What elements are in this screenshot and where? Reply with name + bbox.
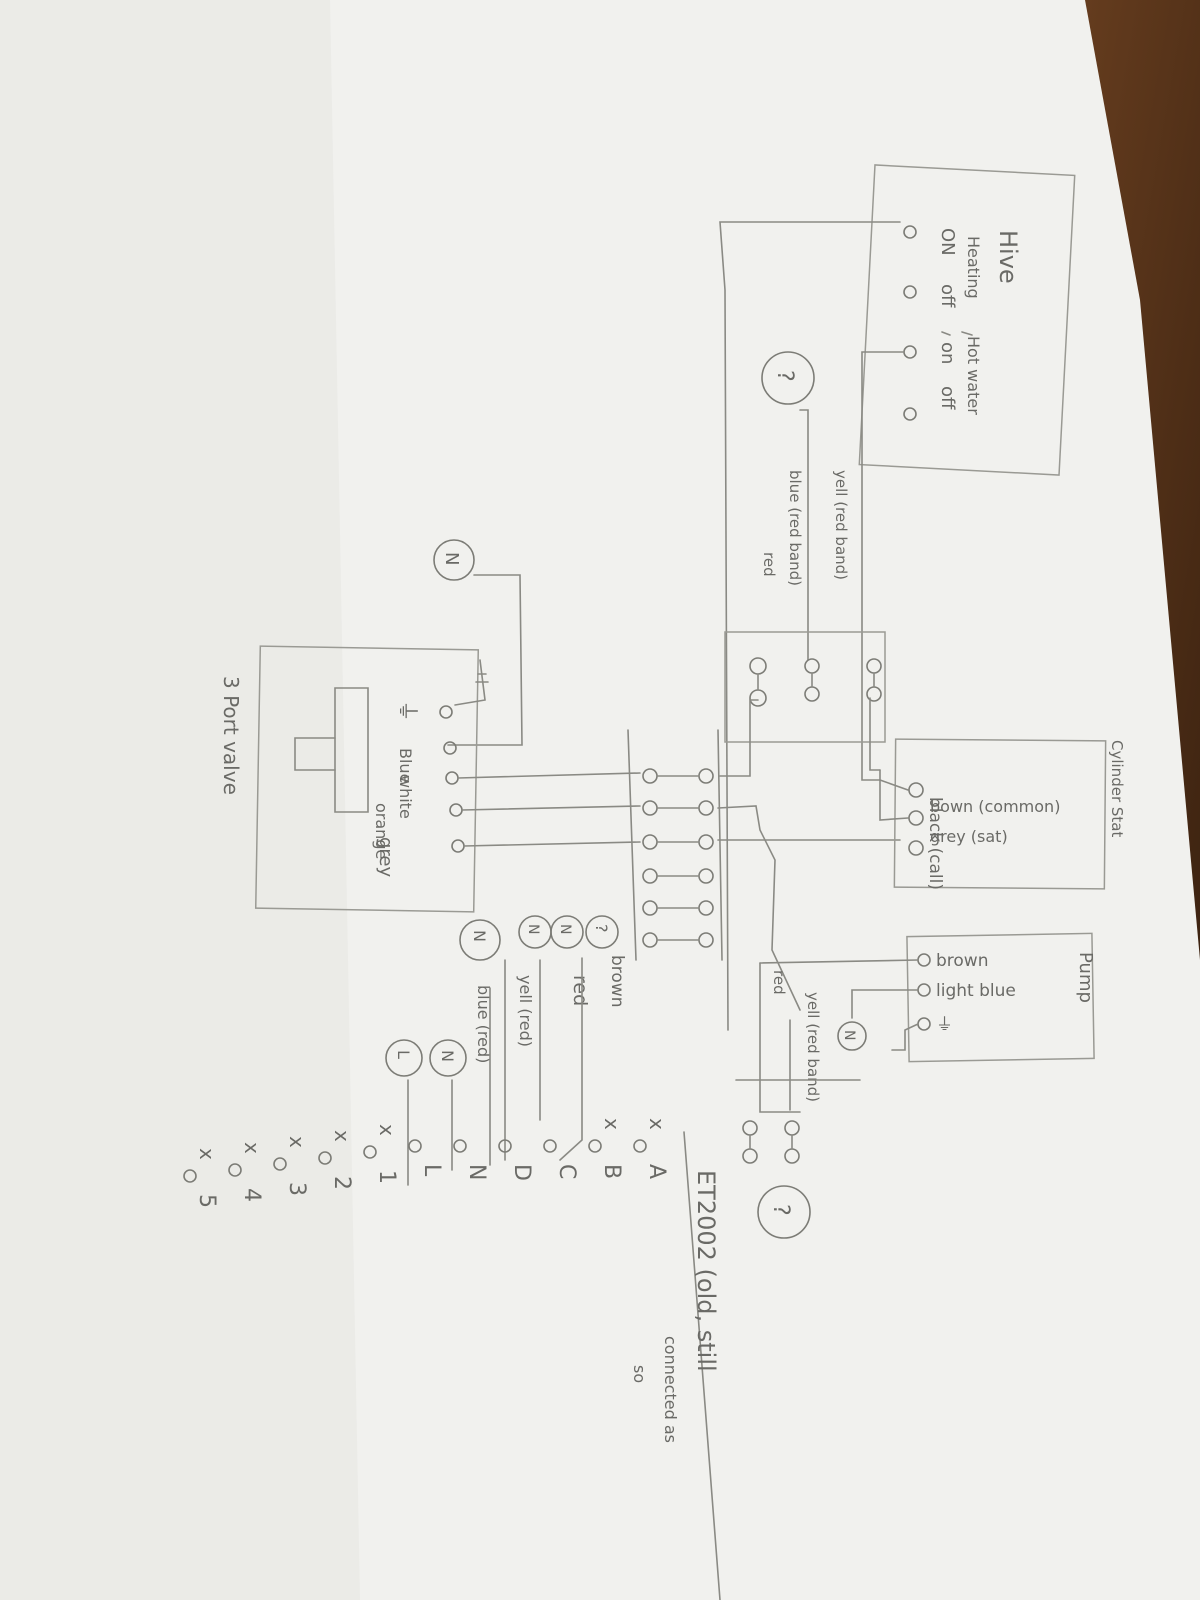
bottom-marker-row: ? N N N N L [385, 915, 619, 1077]
et2002-subtitle2: so [630, 1365, 649, 1383]
svg-text:N: N [438, 1050, 457, 1062]
hive-box: Hive Heating Hot water ON off on off [858, 164, 1076, 476]
et2002-label-A: A [644, 1164, 669, 1179]
et2002-terminal-5 [183, 1169, 197, 1183]
svg-text:L: L [394, 1050, 413, 1059]
et2002-unused-3: x [285, 1136, 309, 1148]
svg-text:?: ? [768, 1204, 793, 1216]
valve-white: white [396, 775, 415, 819]
hive-off-1: off [937, 284, 958, 308]
et2002-terminal-C [543, 1139, 557, 1153]
label-yell-red-band-top: yell (red band) [832, 470, 850, 580]
et2002-label-D: D [509, 1164, 534, 1181]
et2002-terminal-B [588, 1139, 602, 1153]
label-brown: brown [607, 955, 627, 1008]
et2002-terminal-D [498, 1139, 512, 1153]
pump-neutral-marker: N [837, 1021, 867, 1051]
connector-block-top [724, 631, 886, 743]
hive-off-2: off [937, 386, 958, 410]
valve-earth: ⏚ [394, 700, 419, 722]
hive-heating-label: Heating [964, 236, 983, 299]
et2002-unused-4: x [240, 1142, 264, 1154]
valve-orange: orange [372, 803, 391, 859]
hive-terminal-off1 [903, 285, 917, 299]
et2002-unused-2: x [330, 1130, 354, 1142]
label-red: red [569, 975, 591, 1006]
hive-on-2: on [937, 342, 958, 364]
cylinder-stat-box: Cylinder Stat black (call) bown (common)… [893, 738, 1126, 890]
connector-block-bottom [735, 1079, 861, 1164]
hive-title: Hive [994, 230, 1022, 284]
valve-blue: Blue [396, 748, 415, 783]
right-question-marker: ? [757, 1185, 811, 1239]
label-red-pump: red [770, 970, 788, 995]
hive-terminal-off2 [903, 407, 917, 421]
et2002-label-1: 1 [374, 1170, 399, 1184]
svg-text:N: N [525, 924, 541, 934]
et2002-unused-A: x [645, 1118, 669, 1130]
hive-on-1: ON [937, 228, 958, 256]
et2002-terminal-1 [363, 1145, 377, 1159]
paper-shade [0, 0, 360, 1600]
pump-earth: ⏚ [936, 1015, 953, 1035]
et2002-subtitle: connected as [661, 1336, 680, 1443]
et2002-label-5: 5 [194, 1194, 219, 1208]
et2002-terminal-A [633, 1139, 647, 1153]
et2002-label-N: N [464, 1164, 489, 1180]
et2002-unused-B: x [600, 1118, 624, 1130]
svg-text:?: ? [772, 370, 797, 382]
et2002-label-L: L [419, 1164, 444, 1177]
hive-hot-water-label: Hot water [964, 336, 983, 415]
et2002-label-3: 3 [284, 1182, 309, 1196]
et2002-label-4: 4 [239, 1188, 264, 1202]
svg-text:N: N [841, 1030, 857, 1040]
valve-title: 3 Port valve [219, 676, 243, 795]
svg-text:N: N [441, 552, 462, 565]
et2002-panel: ET2002 (old, still connected as so AxBxC… [183, 1118, 721, 1600]
et2002-terminal-N [453, 1139, 467, 1153]
label-yell-red-band-pump: yell (red band) [804, 992, 822, 1102]
cylinder-stat-title: Cylinder Stat [1108, 740, 1126, 837]
label-red-top: red [760, 552, 778, 577]
et2002-unused-1: x [375, 1124, 399, 1136]
et2002-terminal-L [408, 1139, 422, 1153]
valve-neutral-marker: N [433, 539, 475, 581]
et2002-title: ET2002 (old, still [692, 1170, 720, 1372]
label-blue-red-band: blue (red band) [786, 470, 804, 586]
hive-terminal-on1 [903, 225, 917, 239]
cylinder-stat-black: black (call) [925, 797, 945, 890]
svg-text:N: N [470, 930, 489, 942]
pump-title: Pump [1075, 952, 1096, 1003]
pump-box: Pump brown light blue ⏚ [906, 932, 1096, 1063]
et2002-terminal-4 [228, 1163, 242, 1177]
label-blue-red: blue (red) [474, 985, 493, 1063]
label-yell-red: yell (red) [516, 975, 535, 1047]
et2002-unused-5: x [195, 1148, 219, 1160]
cylinder-stat-grey: grey (sat) [930, 827, 1008, 846]
et2002-terminal-2 [318, 1151, 332, 1165]
cylinder-stat-brown: bown (common) [930, 797, 1060, 816]
et2002-terminal-3 [273, 1157, 287, 1171]
et2002-label-2: 2 [329, 1176, 354, 1190]
middle-terminal-block [627, 729, 723, 961]
hive-question-marker: ? [761, 351, 815, 405]
three-port-valve-box: ⏚ Blue white orange grey [254, 645, 489, 913]
svg-text:?: ? [592, 924, 611, 933]
et2002-label-B: B [599, 1164, 624, 1179]
svg-text:N: N [557, 924, 573, 934]
et2002-label-C: C [554, 1164, 579, 1179]
pump-brown: brown [936, 951, 989, 971]
pump-light-blue: light blue [936, 981, 1016, 1001]
valve-grey: grey [375, 837, 396, 878]
